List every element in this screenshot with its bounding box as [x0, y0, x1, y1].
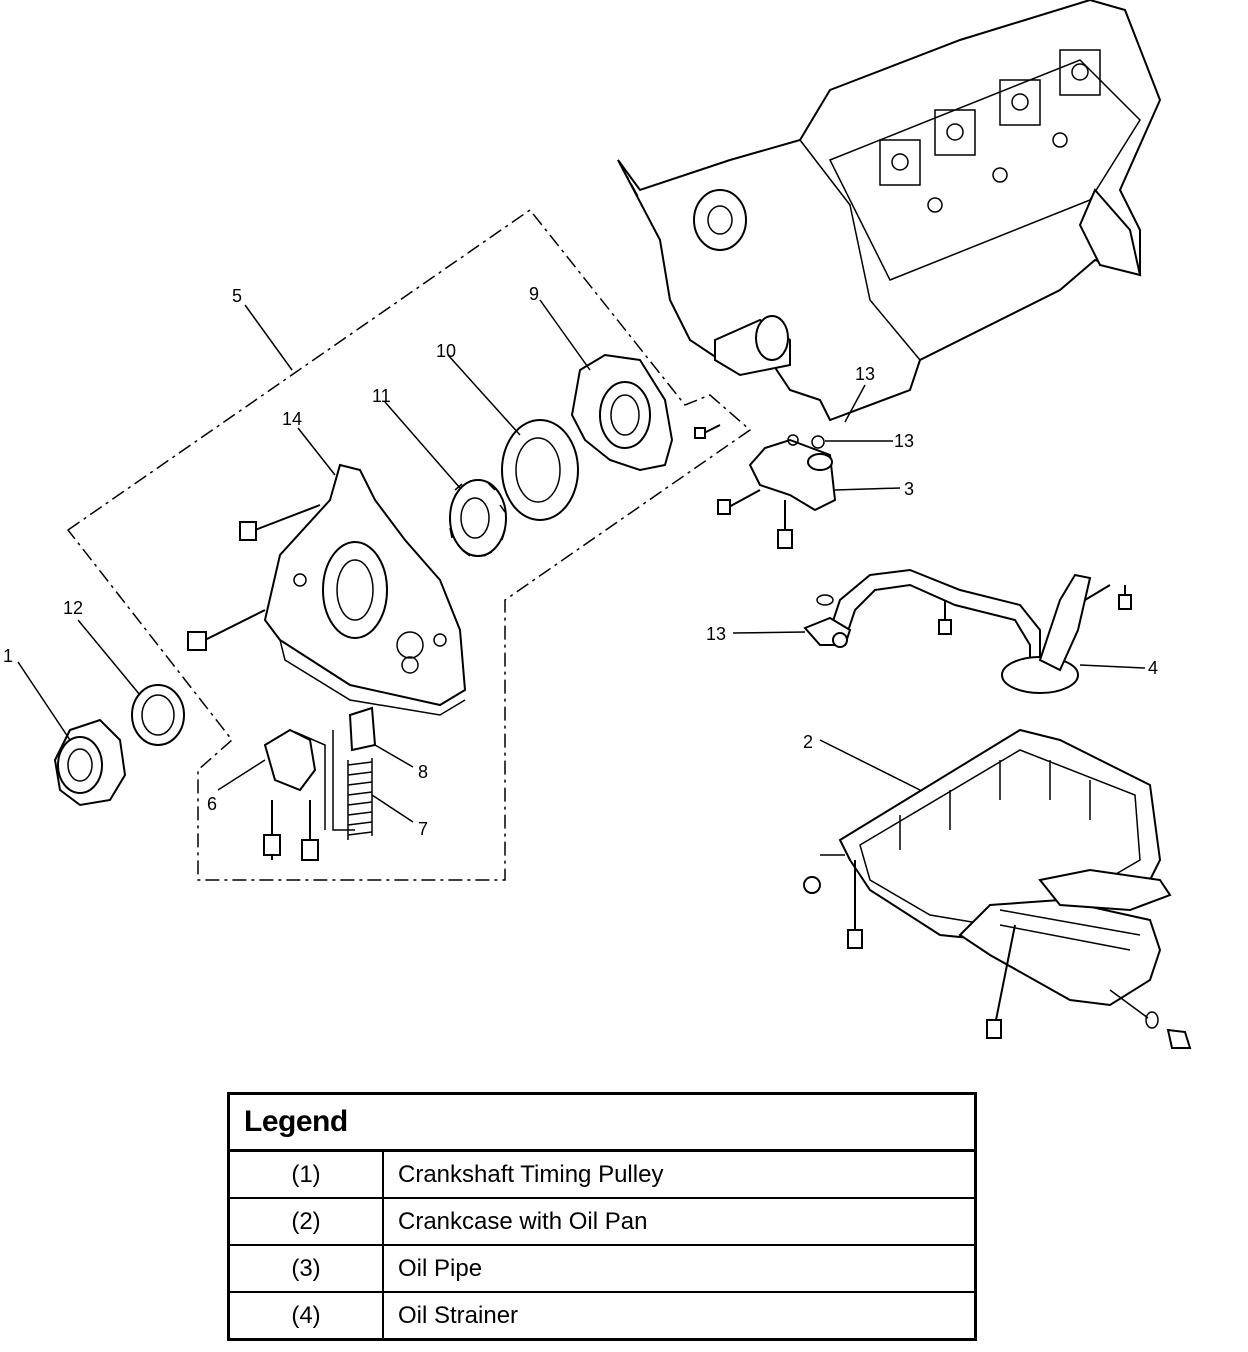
- relief-valve-housing: [263, 728, 326, 861]
- callout-9: 9: [529, 284, 539, 304]
- legend-row: (4) Oil Strainer: [230, 1293, 974, 1338]
- outer-rotor: [501, 419, 579, 521]
- callout-4: 4: [1148, 658, 1158, 678]
- engine-block: [617, 0, 1162, 422]
- legend-number: (1): [230, 1152, 384, 1197]
- inner-rotor-gear: [449, 479, 507, 557]
- legend-title: Legend: [230, 1095, 974, 1152]
- legend-description: Oil Pipe: [398, 1254, 483, 1282]
- callout-12: 12: [63, 598, 83, 618]
- legend-table: Legend (1) Crankshaft Timing Pulley (2) …: [227, 1092, 977, 1341]
- callout-10: 10: [436, 341, 456, 361]
- callout-14: 14: [282, 409, 302, 429]
- oil-pump-assembly-outline: [66, 208, 752, 881]
- crankcase-oil-pan: [803, 728, 1192, 1049]
- legend-number: (2): [230, 1199, 384, 1244]
- legend-row: (2) Crankcase with Oil Pan: [230, 1199, 974, 1246]
- leader-lines: [17, 299, 1146, 823]
- oil-seal: [131, 684, 185, 746]
- pump-cover: [570, 353, 674, 472]
- legend-number: (4): [230, 1293, 384, 1338]
- callout-13-strainer: 13: [706, 624, 726, 644]
- valve-plug: [348, 706, 377, 752]
- housing-bolts: [187, 504, 321, 651]
- callout-13-pipe: 13: [894, 431, 914, 451]
- callout-3: 3: [904, 479, 914, 499]
- callout-labels: 1 12 5 14 11 10 9 6 8 7 13 13 3 13 4 2: [3, 284, 1158, 839]
- oil-pipe: [717, 434, 837, 549]
- oil-pump-housing: [263, 463, 467, 716]
- callout-2: 2: [803, 732, 813, 752]
- legend-number: (3): [230, 1246, 384, 1291]
- legend-row: (3) Oil Pipe: [230, 1246, 974, 1293]
- callout-5: 5: [232, 286, 242, 306]
- callout-7: 7: [418, 819, 428, 839]
- callout-11: 11: [372, 386, 391, 406]
- exploded-view-diagram: 1 12 5 14 11 10 9 6 8 7 13 13 3 13 4 2: [3, 0, 1192, 1049]
- legend-description: Crankcase with Oil Pan: [398, 1207, 648, 1235]
- relief-spring: [332, 730, 373, 840]
- callout-8: 8: [418, 762, 428, 782]
- legend-row: (1) Crankshaft Timing Pulley: [230, 1152, 974, 1199]
- callout-6: 6: [207, 794, 217, 814]
- legend-description: Oil Strainer: [398, 1301, 519, 1329]
- callout-13-block: 13: [855, 364, 875, 384]
- callout-1: 1: [3, 646, 13, 666]
- oil-strainer: [803, 568, 1132, 694]
- crankshaft-timing-pulley: [53, 718, 127, 807]
- legend-description: Crankshaft Timing Pulley: [398, 1160, 664, 1188]
